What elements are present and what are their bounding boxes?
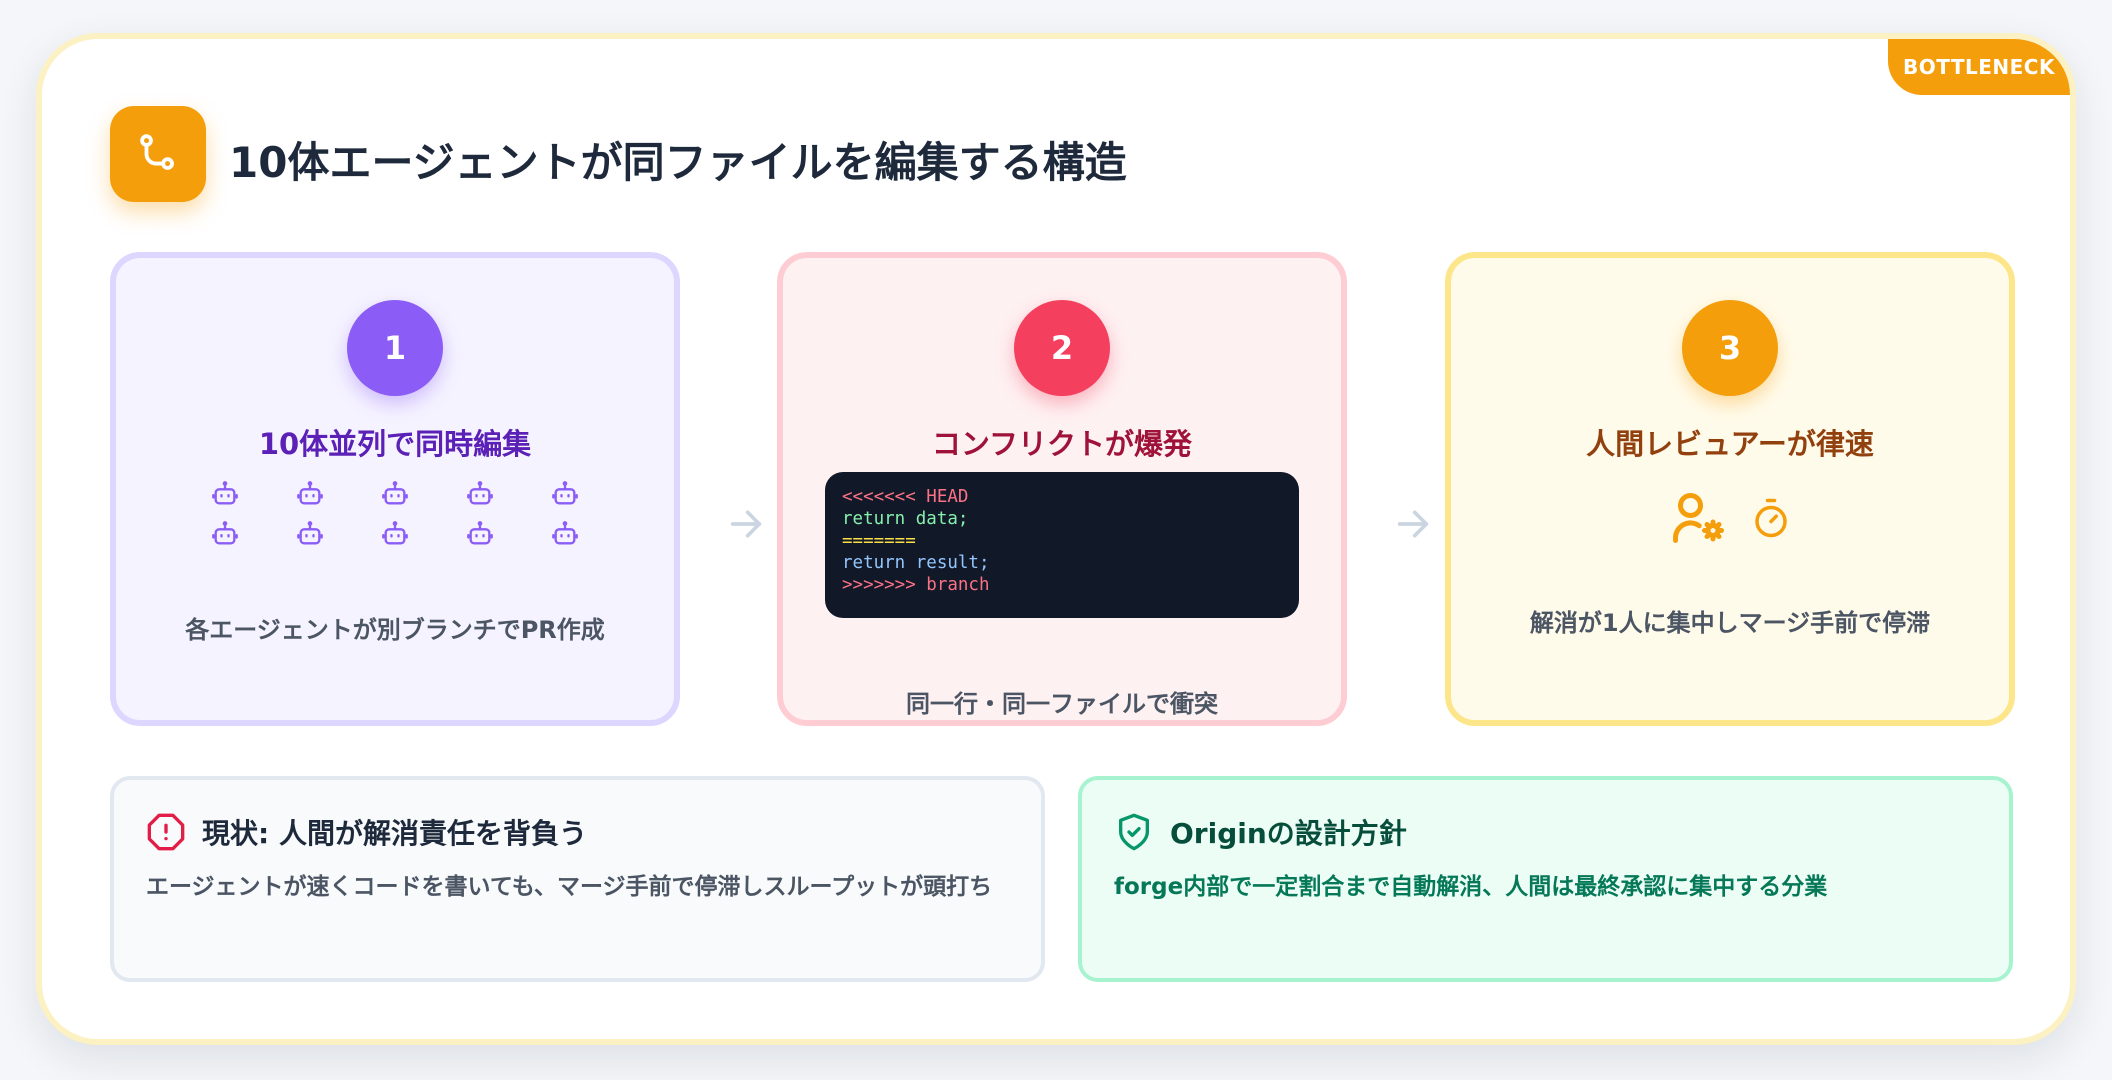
panel-title: Originの設計方針: [1170, 817, 1407, 850]
bottleneck-badge: BOTTLENECK: [1888, 39, 2070, 95]
step-description: 解消が1人に集中しマージ手前で停滞: [1529, 609, 1931, 637]
page-title: 10体エージェントが同ファイルを編集する構造: [229, 138, 1127, 187]
step-number: 3: [1682, 300, 1778, 396]
step-number: 1: [347, 300, 443, 396]
origin-policy-panel: Originの設計方針 forge内部で一定割合まで自動解消、人間は最終承認に集…: [1078, 776, 2013, 982]
git-branch-icon: [110, 106, 206, 202]
agent-bot-grid: [182, 480, 608, 548]
bot-icon: [467, 521, 494, 545]
step-description: 各エージェントが別ブランチでPR作成: [185, 616, 605, 644]
bot-icon: [211, 521, 238, 545]
code-line: <<<<<<< HEAD: [842, 487, 969, 507]
arrow-right-icon: [730, 510, 762, 538]
code-line: return data;: [842, 509, 969, 529]
bot-icon: [211, 481, 238, 505]
conflict-code-block: <<<<<<< HEAD return data; ======= return…: [825, 472, 1299, 618]
bot-icon: [552, 521, 579, 545]
code-line: =======: [842, 531, 916, 551]
code-line: >>>>>>> branch: [842, 575, 990, 595]
current-state-panel: 現状: 人間が解消責任を背負う エージェントが速くコードを書いても、マージ手前で…: [110, 776, 1045, 982]
bot-icon: [296, 481, 323, 505]
bot-icon: [382, 521, 408, 545]
step-card-conflict: 2 コンフリクトが爆発 <<<<<<< HEAD return data; ==…: [777, 252, 1347, 726]
bot-icon: [382, 481, 408, 505]
bot-icon: [467, 481, 494, 505]
panel-body: エージェントが速くコードを書いても、マージ手前で停滞しスループットが頭打ち: [146, 874, 993, 900]
step-title: 人間レビュアーが律速: [1586, 427, 1874, 461]
slide-card: BOTTLENECK 10体エージェントが同ファイルを編集する構造 1 10体並…: [36, 33, 2076, 1045]
step-card-parallel-editing: 1 10体並列で同時編集 各エージェントが別ブランチでPR作成: [110, 252, 680, 726]
shield-check-icon: [1119, 813, 1149, 851]
step-title: コンフリクトが爆発: [931, 427, 1193, 461]
bot-icon: [296, 521, 323, 545]
reviewer-icons: [1451, 488, 2009, 548]
code-line: return result;: [842, 553, 990, 573]
step-title: 10体並列で同時編集: [258, 427, 532, 461]
panel-body: forge内部で一定割合まで自動解消、人間は最終承認に集中する分業: [1114, 874, 1828, 900]
step-number: 2: [1014, 300, 1110, 396]
bot-icon: [552, 481, 579, 505]
step-description: 同一行・同一ファイルで衝突: [906, 690, 1218, 718]
arrow-right-icon: [1397, 510, 1429, 538]
stopwatch-icon: [1755, 498, 1787, 538]
alert-octagon-icon: [147, 813, 185, 851]
user-gear-icon: [1672, 493, 1724, 543]
panel-title: 現状: 人間が解消責任を背負う: [202, 817, 587, 850]
step-card-reviewer-bottleneck: 3 人間レビュアーが律速 解消が1人に集中しマージ手前で停滞: [1445, 252, 2015, 726]
